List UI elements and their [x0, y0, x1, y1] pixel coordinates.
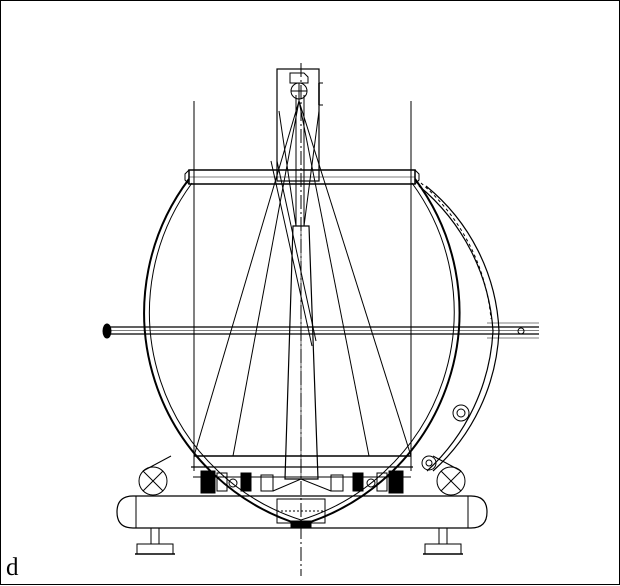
support-cables — [193, 100, 412, 457]
reference-lines — [193, 63, 412, 576]
top-flange — [184, 169, 420, 185]
bottom-mechanism — [191, 455, 413, 528]
horizontal-shaft — [102, 322, 539, 339]
leveling-feet — [135, 527, 463, 555]
base-skid — [116, 455, 488, 529]
center-column — [270, 68, 323, 480]
side-ladder — [418, 182, 500, 472]
panel-label: d — [6, 554, 19, 581]
spherical-vessel — [143, 178, 461, 527]
